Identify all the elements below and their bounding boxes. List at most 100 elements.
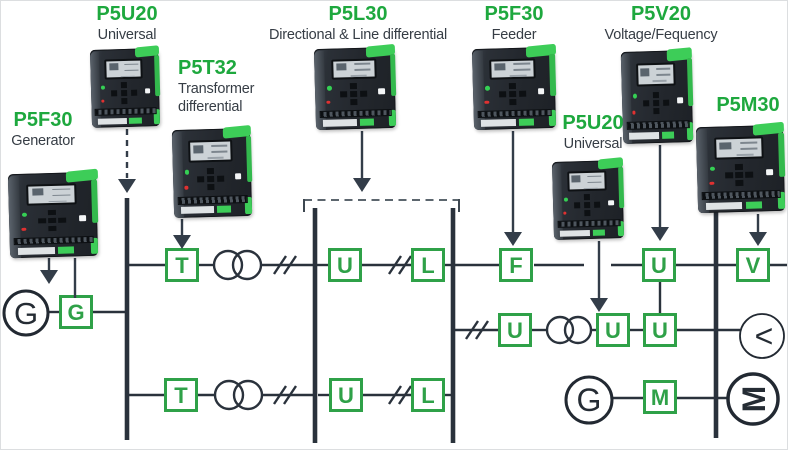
box-letter: U [652,318,668,343]
device-keypad [47,217,56,224]
generator-circle-icon: G [2,289,50,337]
device-display [104,58,144,80]
relay-model: P5V20 [630,3,692,25]
svg-text:M: M [736,386,772,413]
device-name-plate [323,119,357,127]
device-led-red [632,110,636,115]
device-keypad [120,90,128,96]
device-green-plate [58,246,75,254]
box-letter: G [67,300,84,325]
protection-box-generator: G [59,295,93,329]
box-letter: U [337,253,353,278]
box-letter: L [421,253,434,278]
load-circle-icon: < [739,313,785,359]
line-differential-zone-bracket [303,199,460,212]
arrow-p5u20mid-to-u-box [590,241,608,312]
box-letter: T [175,253,189,278]
device-green-plate [216,205,232,214]
device-green-plate [518,118,534,126]
device-terminal-strip [477,108,552,118]
device-keypad [652,99,660,107]
relay-device-p5f30-feeder [471,44,557,131]
device-display [566,170,607,192]
device-terminal-strip [14,235,94,246]
device-led-red [563,211,567,215]
box-letter: V [746,253,761,278]
relay-caption: Voltage/Fequency [604,27,718,43]
device-name-plate [481,119,516,127]
device-green-plate [359,118,375,126]
svg-text:G: G [577,382,602,418]
label-p5l30: P5L30 Directional & Line differential [269,4,447,44]
relay-device-p5u20-mid [551,157,625,240]
transformer-icon [232,379,264,411]
device-button [378,88,385,95]
protection-box-universal: U [329,378,363,412]
busbars [124,198,719,443]
device-side-face [551,163,564,240]
label-p5u20-top: P5U20 Universal [96,4,157,44]
protection-box-universal: U [642,248,676,282]
relay-model: P5F30 [484,3,544,25]
device-button [144,88,151,94]
box-letter: L [421,383,434,408]
box-letter: U [651,253,667,278]
device-name-plate [705,201,743,210]
device-terminal-strip [177,194,248,205]
device-side-face [313,50,327,131]
box-letter: F [509,253,522,278]
label-p5t32: P5T32 Transformer differential [178,58,254,116]
relay-model: P5M30 [716,94,780,116]
protection-box-universal: U [596,313,630,347]
arrow-p5l30-to-bracket [353,131,371,192]
label-p5f30-feeder: P5F30 Feeder [485,4,544,44]
device-side-face [89,51,101,128]
device-keypad [583,202,591,208]
slash-icon [388,255,412,275]
device-led-red [326,100,331,104]
label-p5f30-generator: P5F30 Generator [11,110,75,150]
device-display [330,57,377,80]
device-led-green [709,166,716,172]
svg-text:G: G [14,296,38,331]
label-p5u20-mid: P5U20 Universal [562,113,623,153]
relay-device-p5m30 [695,121,786,214]
device-display [635,62,676,87]
device-name-plate [629,131,659,141]
slash-icon [273,385,297,405]
protection-box-motor: M [643,380,677,414]
transformer-symbols [212,249,593,411]
protection-box-universal: U [643,313,677,347]
device-name-plate [97,117,127,125]
protection-box-transformer: T [165,248,199,282]
device-terminal-strip [626,120,690,131]
relay-device-p5f30-generator [7,168,99,259]
arrow-p5m30-to-v-box [749,214,767,246]
device-name-plate [17,246,55,255]
device-terminal-strip [319,108,392,118]
arrow-p5f30gen-to-g-circle [40,258,58,284]
relay-pointer-arrows [40,129,767,312]
relay-caption: Universal [563,136,623,152]
relay-caption: Directional & Line differential [268,27,448,43]
arrow-p5t32-to-t-box [173,219,191,249]
relay-device-p5u20-top [89,45,161,128]
device-button [537,88,545,95]
transformer-icon [545,315,575,345]
device-terminal-strip [94,107,157,117]
device-green-plate [661,131,675,140]
transformer-icon [563,315,593,345]
feeder-row-3 [129,393,728,400]
device-button [677,97,684,104]
device-side-face [695,128,710,214]
relay-device-p5t32 [171,125,253,219]
box-letter: T [174,383,188,408]
relay-model: P5F30 [13,109,73,131]
relay-model: P5U20 [96,3,158,25]
protection-box-feeder: F [499,248,533,282]
protection-boxes: T U L F U V U U U T U L M G [59,248,770,414]
protection-box-line: L [411,248,445,282]
box-letter: U [507,318,523,343]
